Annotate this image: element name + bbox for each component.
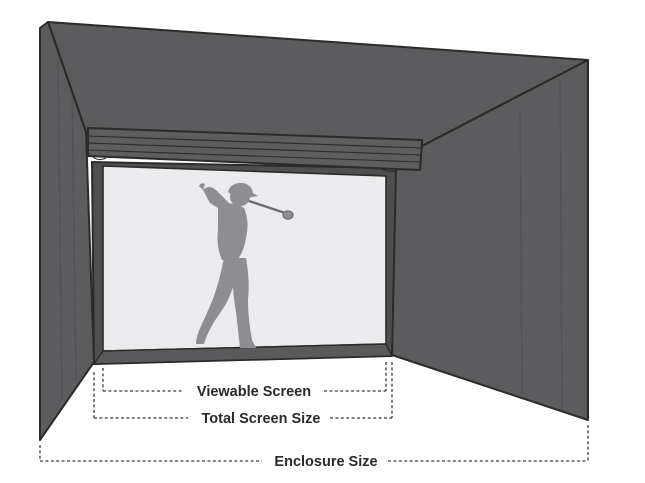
enclosure-size-dimension: Enclosure Size xyxy=(39,425,589,470)
enclosure-left-wall xyxy=(39,21,95,441)
right-wall-fold xyxy=(519,79,563,411)
total-screen-size-dimension: Total Screen Size xyxy=(93,362,393,427)
viewable-screen-dimension: Viewable Screen xyxy=(102,362,387,400)
viewable-screen-label: Viewable Screen xyxy=(197,384,311,400)
left-wall-fold xyxy=(57,59,77,401)
total-screen-size-label: Total Screen Size xyxy=(202,411,321,427)
ceiling-corner-seam xyxy=(47,21,589,148)
screen-bottom-lip xyxy=(93,343,393,365)
enclosure-size-label: Enclosure Size xyxy=(274,454,377,470)
golfer-silhouette-icon xyxy=(196,182,294,348)
screen-valance xyxy=(87,127,423,172)
